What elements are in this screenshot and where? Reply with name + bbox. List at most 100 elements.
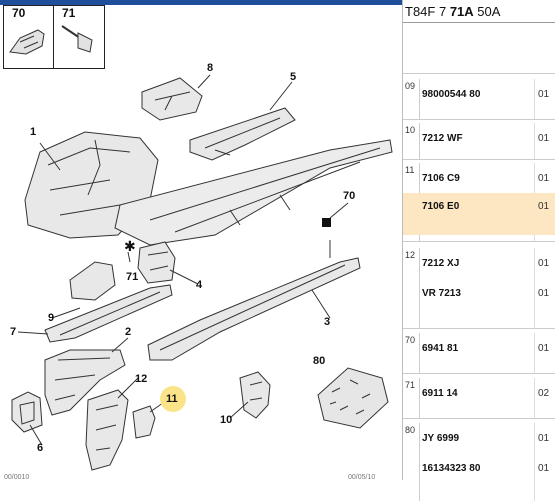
part-qty: 01 bbox=[538, 173, 550, 184]
part-row[interactable]: 7212 WF 01 bbox=[403, 123, 555, 153]
part-row[interactable]: VR 7213 01 bbox=[403, 278, 555, 308]
group-number: 70 bbox=[405, 335, 416, 345]
part-8-shape bbox=[141, 77, 203, 121]
callout-4[interactable]: 4 bbox=[196, 279, 203, 291]
header-suffix: 50A bbox=[477, 4, 501, 19]
group-number: 80 bbox=[405, 425, 416, 435]
group-number-cell: 80 bbox=[403, 423, 420, 501]
group-number-cell: 71 bbox=[403, 378, 420, 418]
callout-80[interactable]: 80 bbox=[313, 355, 326, 367]
part-qty: 01 bbox=[538, 89, 550, 100]
parts-drawing: ✱ bbox=[9, 25, 393, 471]
part-row[interactable]: 98000544 80 01 bbox=[403, 79, 555, 109]
callout-2[interactable]: 2 bbox=[125, 326, 132, 338]
blank-row bbox=[403, 23, 555, 74]
part-code: 7106 C9 bbox=[422, 173, 460, 184]
part-qty: 02 bbox=[538, 388, 550, 399]
part-qty: 01 bbox=[538, 288, 550, 299]
part-row[interactable]: JY 6999 01 bbox=[403, 423, 555, 453]
callout-11[interactable]: 11 bbox=[166, 393, 178, 405]
part-row[interactable]: 6941 81 01 bbox=[403, 333, 555, 363]
group-number: 71 bbox=[405, 380, 416, 390]
qty-divider bbox=[534, 378, 535, 418]
ref-label-71[interactable]: 71 bbox=[62, 6, 76, 20]
svg-text:✱: ✱ bbox=[124, 239, 136, 255]
qty-divider bbox=[534, 423, 535, 501]
callout-6[interactable]: 6 bbox=[37, 442, 44, 454]
part-code: 7212 XJ bbox=[422, 258, 460, 269]
qty-divider bbox=[534, 248, 535, 328]
callout-9[interactable]: 9 bbox=[48, 312, 55, 324]
group-09: 09 98000544 80 01 bbox=[403, 79, 555, 120]
part-code: 7212 WF bbox=[422, 133, 463, 144]
callout-70[interactable]: 70 bbox=[343, 190, 356, 202]
diagram-top-bar bbox=[0, 0, 402, 5]
part-code: 6941 81 bbox=[422, 343, 459, 354]
part-qty: 01 bbox=[538, 433, 550, 444]
part-2-shape bbox=[44, 349, 126, 416]
part-4-shape bbox=[137, 241, 176, 284]
part-code: VR 7213 bbox=[422, 288, 461, 299]
group-number: 09 bbox=[405, 81, 416, 91]
parts-list-panel: T84F 7 71A 50A 09 98000544 80 01 10 7212… bbox=[403, 0, 555, 501]
diagram-reference-header: T84F 7 71A 50A bbox=[403, 0, 555, 23]
ref-label-70[interactable]: 70 bbox=[12, 6, 26, 20]
callout-7[interactable]: 7 bbox=[10, 326, 17, 338]
group-number: 10 bbox=[405, 125, 416, 135]
group-70: 70 6941 81 01 bbox=[403, 333, 555, 374]
exploded-parts-diagram: 70 71 bbox=[0, 0, 403, 481]
callout-3[interactable]: 3 bbox=[324, 316, 331, 328]
diagram-footer-left: 00/0010 bbox=[4, 474, 30, 481]
group-number-cell: 09 bbox=[403, 79, 420, 119]
screw-71-icon bbox=[61, 25, 81, 39]
part-qty: 01 bbox=[538, 343, 550, 354]
part-row[interactable]: 16134323 80 01 bbox=[403, 453, 555, 483]
part-12-shape bbox=[85, 389, 129, 471]
part-5-shape bbox=[189, 107, 296, 161]
part-10-shape bbox=[239, 371, 271, 419]
group-number-cell: 12 bbox=[403, 248, 420, 328]
header-bold: 71A bbox=[449, 4, 474, 19]
group-80: 80 JY 6999 01 16134323 80 01 bbox=[403, 423, 555, 501]
group-11: 11 7106 C9 01 7106 E0 01 bbox=[403, 163, 555, 242]
part-6-shape bbox=[11, 391, 43, 433]
part-11-shape bbox=[132, 405, 156, 439]
group-number: 12 bbox=[405, 250, 416, 260]
part-row[interactable]: 6911 14 02 bbox=[403, 378, 555, 408]
part-code: 6911 14 bbox=[422, 388, 458, 399]
qty-divider bbox=[534, 123, 535, 159]
part-3-shape bbox=[147, 257, 361, 361]
clip-70-icon bbox=[9, 29, 45, 55]
group-71: 71 6911 14 02 bbox=[403, 378, 555, 419]
part-row[interactable]: 7106 C9 01 bbox=[403, 163, 555, 193]
group-number: 11 bbox=[405, 165, 415, 175]
part-row[interactable]: 7212 XJ 01 bbox=[403, 248, 555, 278]
part-code: 16134323 80 bbox=[422, 463, 481, 474]
qty-divider bbox=[534, 333, 535, 373]
group-10: 10 7212 WF 01 bbox=[403, 123, 555, 160]
reference-box bbox=[3, 5, 105, 69]
group-number-cell: 10 bbox=[403, 123, 420, 159]
part-qty: 01 bbox=[538, 258, 550, 269]
part-qty: 01 bbox=[538, 201, 550, 212]
group-12: 12 7212 XJ 01 VR 7213 01 bbox=[403, 248, 555, 329]
part-qty: 01 bbox=[538, 133, 550, 144]
part-row-selected[interactable]: 7106 E0 01 bbox=[403, 193, 555, 235]
group-number-cell: 70 bbox=[403, 333, 420, 373]
header-prefix: T84F 7 bbox=[405, 4, 447, 19]
callout-5[interactable]: 5 bbox=[290, 71, 297, 83]
part-qty: 01 bbox=[538, 463, 550, 474]
callout-10[interactable]: 10 bbox=[220, 414, 233, 426]
part-80-kit-shape bbox=[317, 367, 389, 429]
part-code: JY 6999 bbox=[422, 433, 460, 444]
qty-divider bbox=[534, 79, 535, 119]
diagram-footer-right: 00/05/10 bbox=[348, 474, 376, 481]
part-code: 7106 E0 bbox=[422, 201, 460, 212]
part-code: 98000544 80 bbox=[422, 89, 481, 100]
part-9-shape bbox=[69, 261, 116, 301]
callout-8[interactable]: 8 bbox=[207, 62, 214, 74]
reference-divider bbox=[53, 6, 54, 68]
callout-12[interactable]: 12 bbox=[135, 373, 148, 385]
callout-71[interactable]: 71 bbox=[126, 271, 139, 283]
callout-1[interactable]: 1 bbox=[30, 126, 37, 138]
